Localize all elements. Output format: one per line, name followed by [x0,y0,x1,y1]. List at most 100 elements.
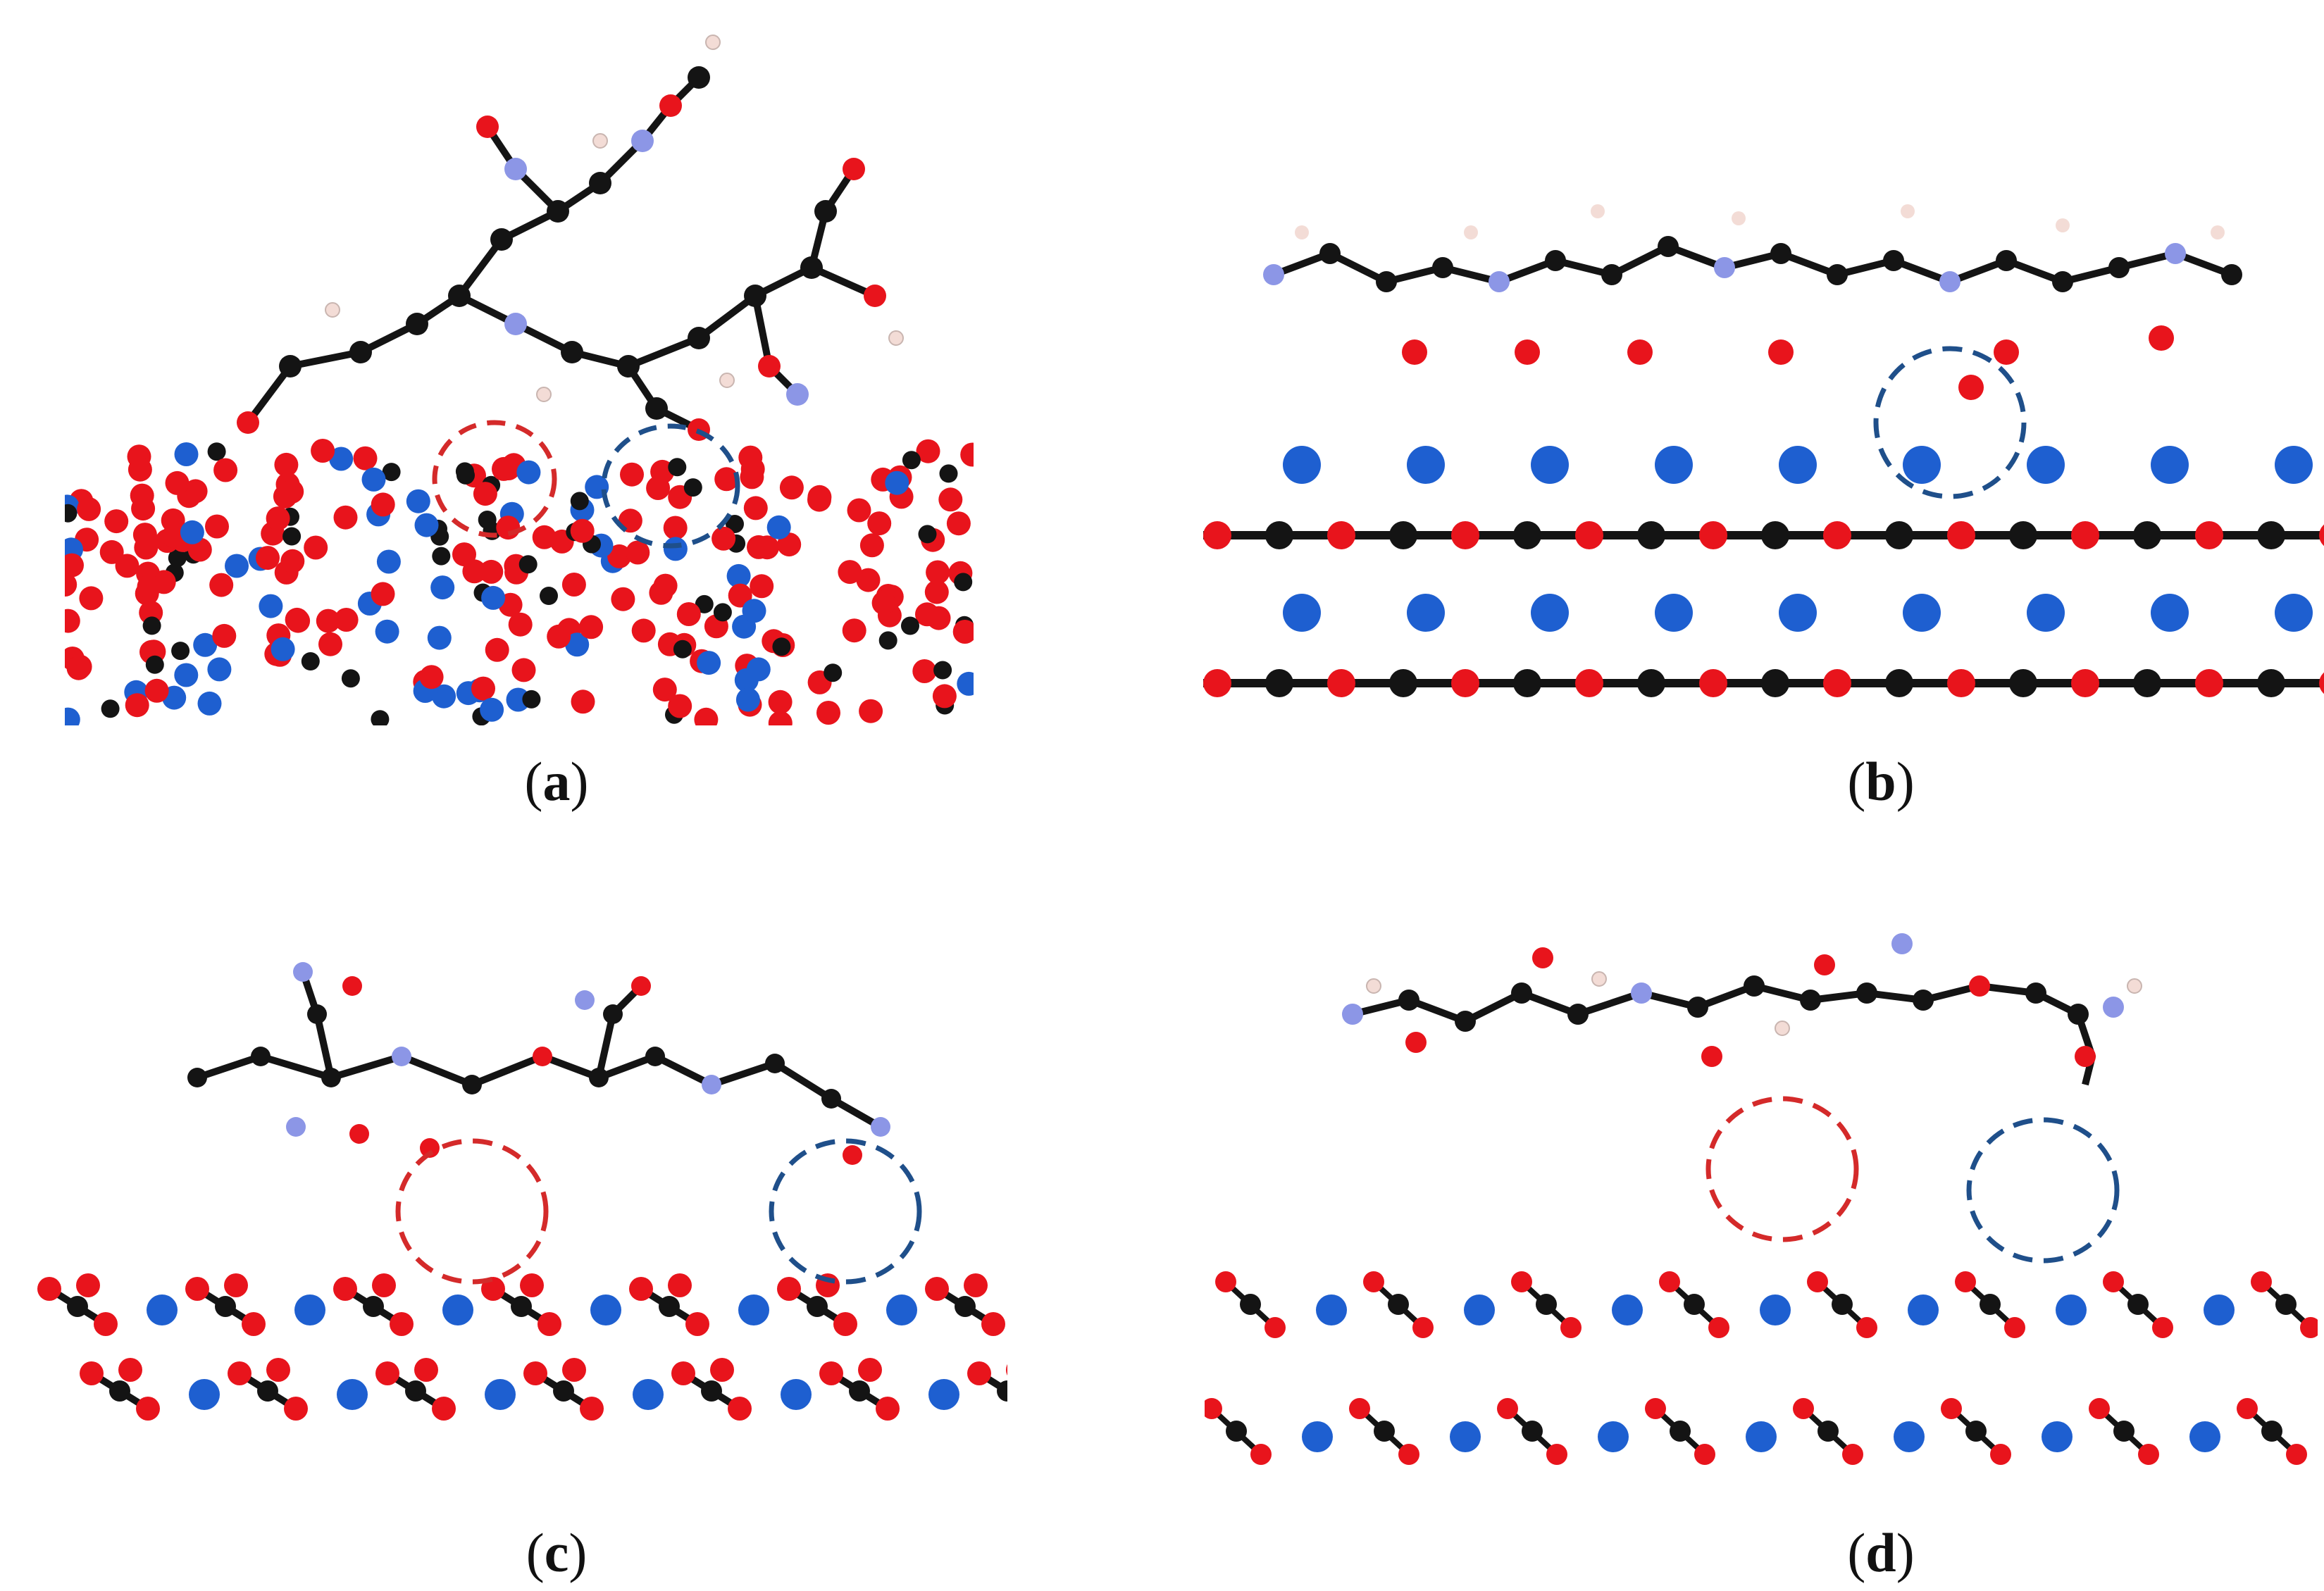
calcium-atom [2189,1421,2220,1452]
oxygen-atom [1511,1271,1532,1292]
hydrogen-atom [1591,204,1605,218]
molecule-atom [1263,264,1284,285]
oxygen-atom [242,1312,266,1336]
oxygen-atom [1694,1444,1715,1465]
calcium-atom [1450,1421,1481,1452]
substrate-atom [341,669,360,688]
oxygen-atom [1560,1317,1582,1338]
carbon-atom [67,1296,88,1317]
hydrogen-atom [2211,225,2225,239]
calcium-atom [2204,1294,2235,1325]
calcium-atom [1903,594,1941,632]
oxygen-atom [2152,1317,2173,1338]
panel-d-surface [1205,1271,2318,1465]
substrate-atom [932,684,957,709]
carbon-atom [2127,1294,2149,1315]
substrate-atom [847,498,871,523]
substrate-atom [171,642,190,661]
oxygen-atom [118,1358,142,1382]
substrate-atom [414,513,439,537]
oxygen-atom [1215,1271,1236,1292]
panel-a-surface [65,439,974,725]
substrate-atom [663,537,688,561]
calcium-atom [928,1379,959,1410]
oxygen-atom [981,1312,1005,1336]
oxygen-atom [819,1361,843,1385]
substrate-atom [280,549,305,573]
oxygen-atom [2237,1398,2258,1419]
oxygen-atom [284,1397,308,1421]
substrate-atom [286,609,311,633]
hydrogen-atom [1464,225,1478,239]
substrate-atom [768,690,793,714]
substrate-atom [144,678,169,703]
carbonate-atom [1699,669,1727,697]
oxygen-atom [2286,1444,2307,1465]
carbon-atom [215,1296,236,1317]
substrate-atom [212,623,237,648]
substrate-atom [766,515,791,539]
substrate-atom [137,575,161,599]
carbon-atom [2275,1294,2297,1315]
substrate-atom [856,568,881,592]
oxygen-atom [964,1273,988,1297]
substrate-atom [901,616,919,635]
calcium-atom [1283,446,1321,484]
calcium-atom [1779,594,1817,632]
substrate-atom [301,652,320,670]
calcium-atom [1464,1294,1495,1325]
oxygen-atom [1768,339,1794,365]
calcium-atom [147,1294,178,1325]
substrate-atom [183,479,208,504]
substrate-atom [607,544,632,568]
substrate-atom [508,612,533,637]
carbon-atom [1226,1421,1247,1442]
hydrogen-atom [1901,204,1915,218]
carbonate-atom [1265,521,1293,549]
substrate-atom [168,549,187,568]
oxygen-atom [1402,339,1427,365]
substrate-atom [726,515,744,533]
calcium-atom [1655,446,1693,484]
calcium-atom [485,1379,516,1410]
substrate-atom [726,563,751,588]
oxygen-atom [728,1397,752,1421]
oxygen-atom [136,1397,160,1421]
oxygen-atom [833,1312,857,1336]
substrate-atom [311,439,335,463]
oxygen-atom [1546,1444,1567,1465]
carbonate-atom [1389,669,1417,697]
substrate-atom [471,676,495,701]
calcium-atom [294,1294,325,1325]
panel-d-molecular-model [1205,916,2318,1465]
substrate-atom [668,694,692,718]
substrate-atom [492,456,516,481]
molecule-atom [1714,257,1735,278]
substrate-atom [104,509,129,534]
oxygen-atom [876,1397,900,1421]
oxygen-atom [2004,1317,2025,1338]
substrate-atom [746,657,771,682]
substrate-atom [65,573,77,597]
carbon-atom [1522,1421,1543,1442]
panel-a-structure [65,35,974,725]
carbon-atom [2113,1421,2135,1442]
carbon-atom [2261,1421,2282,1442]
oxygen-atom [710,1358,734,1382]
substrate-atom [779,475,804,500]
calcium-atom [2275,594,2313,632]
substrate-atom [768,711,793,725]
carbonate-atom [1823,669,1851,697]
carbonate-atom [1637,521,1665,549]
substrate-atom [496,516,521,540]
substrate-atom [532,525,557,549]
carbonate-atom [1513,521,1541,549]
substrate-atom [77,497,101,521]
panel-d-blue-highlight-circle [1966,1117,2120,1264]
substrate-atom [540,587,558,605]
substrate-atom [611,587,635,611]
molecule-atom [1489,271,1510,292]
calcium-atom [442,1294,473,1325]
substrate-atom [371,582,395,606]
panel-d-caption: (d) [1847,1522,1915,1583]
